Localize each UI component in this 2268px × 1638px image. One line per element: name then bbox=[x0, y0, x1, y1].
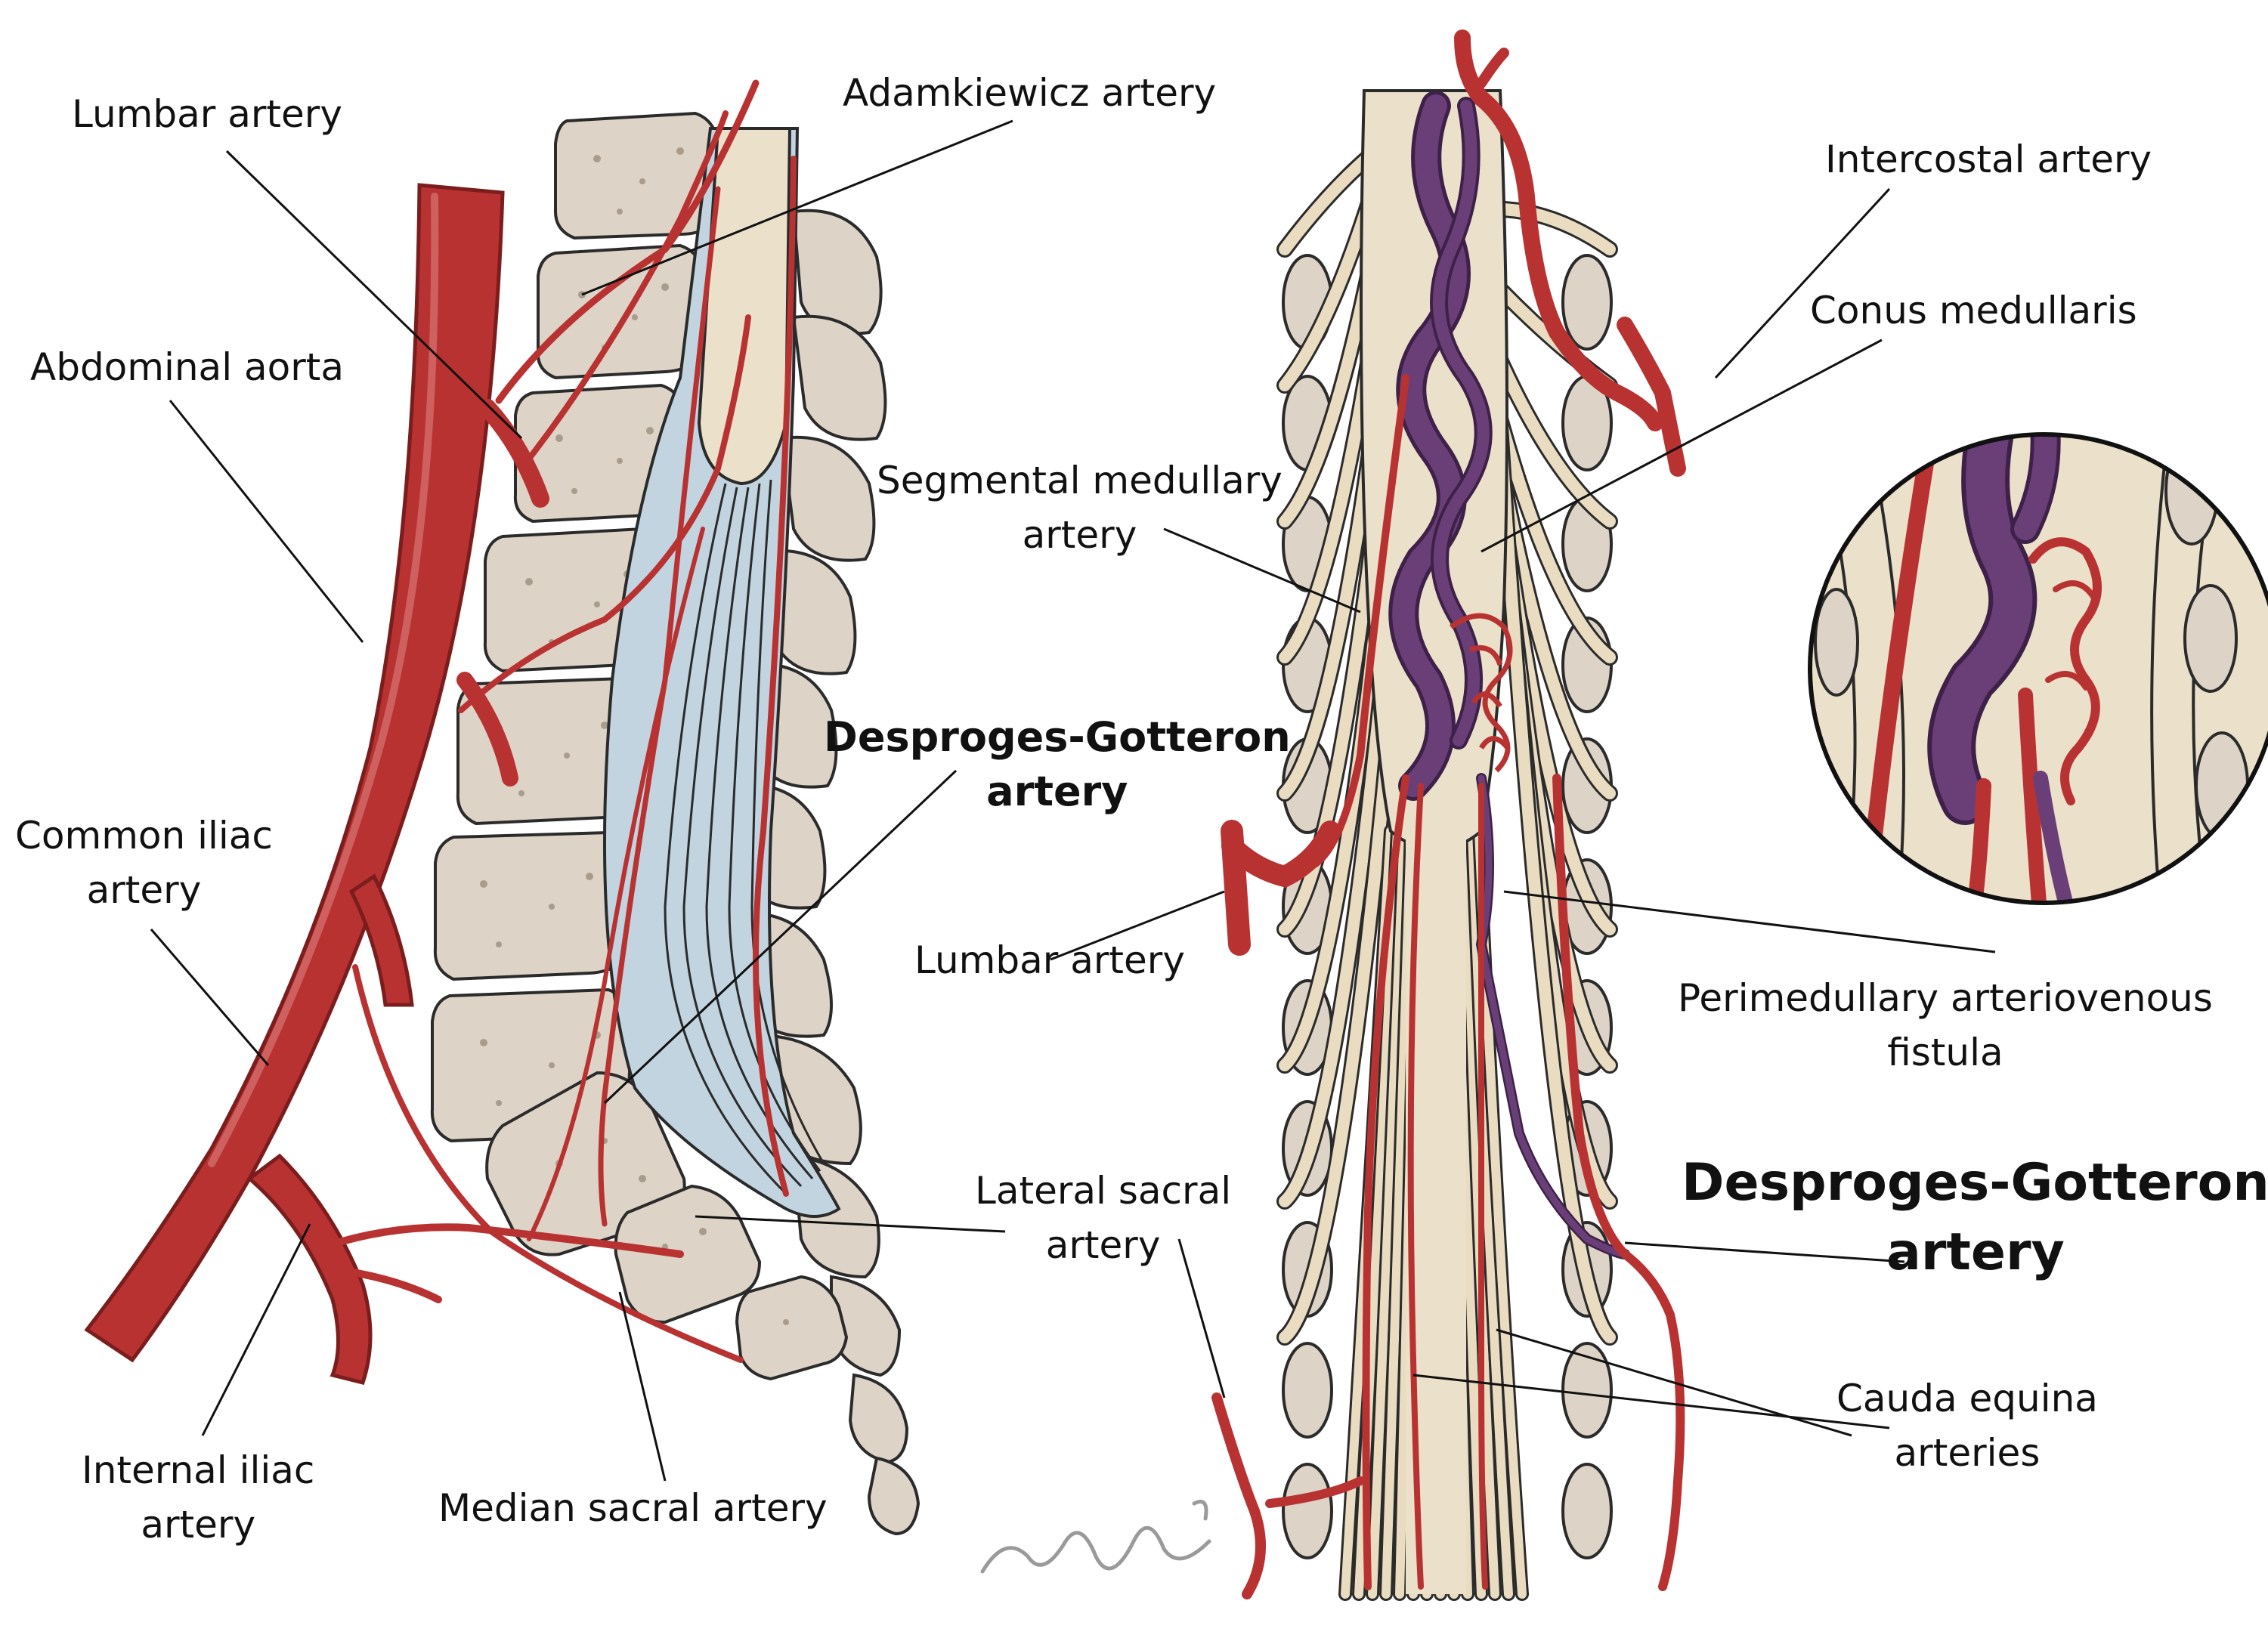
label-text: Lumbar artery bbox=[914, 938, 1185, 982]
label-line: Cauda equina bbox=[1836, 1377, 2098, 1420]
label-line: artery bbox=[141, 1503, 256, 1547]
internal-iliac-vessel bbox=[246, 1153, 373, 1385]
label-line: artery bbox=[1045, 1223, 1161, 1267]
label-internal-iliac-artery: Internal iliac artery bbox=[82, 1443, 314, 1552]
label-conus-medullaris: Conus medullaris bbox=[1810, 283, 2137, 338]
label-text: Conus medullaris bbox=[1810, 289, 2137, 332]
label-text: Lumbar artery bbox=[72, 92, 342, 136]
label-text: Intercostal artery bbox=[1825, 138, 2152, 181]
label-line: Internal iliac bbox=[82, 1448, 315, 1492]
desproges-gotteron-vessel bbox=[1552, 774, 1685, 1591]
right-posterior-view bbox=[1211, 29, 2268, 1601]
pedicle bbox=[1282, 1342, 1333, 1439]
dilated-perimedullary-vein bbox=[1388, 91, 1630, 1259]
label-line: artery bbox=[1022, 513, 1137, 557]
label-line: Perimedullary arteriovenous bbox=[1678, 976, 2213, 1020]
label-common-iliac-artery: Common iliac artery bbox=[15, 808, 273, 917]
label-median-sacral-artery: Median sacral artery bbox=[438, 1481, 828, 1535]
label-line: Lateral sacral bbox=[975, 1169, 1232, 1213]
pedicle bbox=[1561, 1463, 1613, 1559]
label-desproges-gotteron-right: Desproges-Gotteron artery bbox=[1682, 1148, 2268, 1287]
label-abdominal-aorta: Abdominal aorta bbox=[30, 340, 344, 394]
nerve-root bbox=[1485, 274, 1616, 1343]
label-line: Common iliac bbox=[15, 814, 273, 858]
label-line: arteries bbox=[1894, 1431, 2041, 1475]
lumbar-arteries-sagittal bbox=[321, 79, 797, 1363]
label-line: fistula bbox=[1887, 1031, 2003, 1074]
lumbar-artery-vessel bbox=[1221, 821, 1341, 888]
label-lumbar-artery-left: Lumbar artery bbox=[72, 87, 342, 141]
pedicle bbox=[1561, 1342, 1613, 1439]
label-line: Desproges-Gotteron bbox=[824, 713, 1291, 761]
label-lateral-sacral-artery: Lateral sacral artery bbox=[975, 1164, 1231, 1272]
magnified-inset bbox=[1808, 432, 2268, 905]
label-segmental-medullary-artery: Segmental medullary artery bbox=[877, 453, 1283, 562]
arteries-posterior bbox=[1211, 29, 1686, 1599]
spinal-cord-sagittal bbox=[697, 127, 792, 486]
cauda-root bbox=[1461, 827, 1499, 1599]
label-line: Segmental medullary bbox=[877, 459, 1283, 502]
cauda-root bbox=[1468, 827, 1513, 1599]
cauda-rootlets-sagittal bbox=[664, 479, 825, 1195]
intercostal-vessel bbox=[1617, 317, 1686, 477]
label-lumbar-artery-right: Lumbar artery bbox=[914, 933, 1185, 987]
label-line: Desproges-Gotteron bbox=[1682, 1153, 2268, 1213]
label-cauda-equina-arteries: Cauda equina arteries bbox=[1836, 1371, 2098, 1480]
aorta-and-iliacs bbox=[84, 183, 505, 1385]
abdominal-aorta-vessel bbox=[84, 183, 505, 1363]
left-sagittal-view bbox=[84, 79, 921, 1536]
label-text: Abdominal aorta bbox=[30, 345, 345, 389]
label-intercostal-artery: Intercostal artery bbox=[1825, 132, 2152, 187]
label-line: artery bbox=[1886, 1222, 2065, 1282]
pedicle bbox=[1561, 254, 1613, 351]
lateral-sacral-vessel bbox=[321, 1223, 684, 1258]
artist-signature bbox=[980, 1500, 1211, 1574]
common-iliac-vessel bbox=[348, 873, 414, 1007]
fistula-nidus bbox=[1449, 613, 1513, 773]
label-text: Adamkiewicz artery bbox=[843, 71, 1217, 115]
label-text: Median sacral artery bbox=[438, 1486, 828, 1530]
label-line: artery bbox=[986, 768, 1128, 815]
pedicle bbox=[1282, 1463, 1333, 1559]
leader-lines bbox=[150, 119, 1996, 1482]
label-line: artery bbox=[86, 868, 202, 912]
label-perimedullary-avf: Perimedullary arteriovenous fistula bbox=[1678, 971, 2213, 1080]
cauda-root bbox=[1368, 827, 1409, 1599]
label-desproges-gotteron-left: Desproges-Gotteron artery bbox=[824, 710, 1291, 819]
label-adamkiewicz-artery: Adamkiewicz artery bbox=[843, 66, 1216, 120]
